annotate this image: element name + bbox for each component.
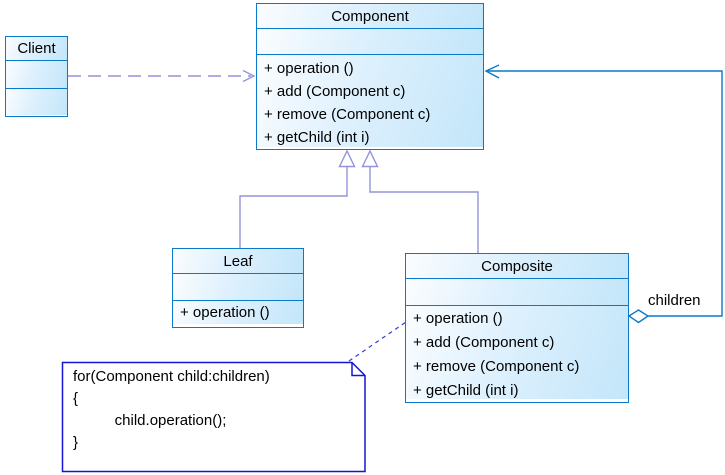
class-box-leaf[interactable]: Leaf + operation ()	[172, 248, 304, 328]
methods-compartment: + operation ()	[173, 300, 303, 324]
note-line: {	[73, 390, 79, 407]
method-item: + operation ()	[180, 304, 270, 321]
aggregation-arrowhead-icon	[484, 64, 500, 79]
aggregation-diamond-icon	[627, 309, 650, 324]
aggregation-edge-composite-component[interactable]	[484, 64, 723, 324]
method-item: + remove (Component c)	[413, 358, 580, 375]
note-body	[61, 361, 366, 473]
class-title: Client	[6, 37, 67, 60]
aggregation-line	[487, 70, 723, 317]
generalization-triangle-icon	[338, 149, 356, 168]
note-shape[interactable]	[61, 361, 366, 473]
attributes-compartment	[173, 273, 303, 300]
class-title: Component	[257, 4, 483, 28]
note-anchor-edge[interactable]	[348, 321, 407, 362]
method-item: + getChild (int i)	[264, 129, 370, 146]
note-line: child.operation();	[73, 412, 227, 429]
note-fold-icon	[351, 362, 365, 377]
generalization-line	[239, 166, 348, 248]
method-item: + operation ()	[413, 310, 503, 327]
method-item: + getChild (int i)	[413, 382, 519, 399]
generalization-edge-composite-component[interactable]	[361, 149, 479, 253]
class-title: Composite	[406, 254, 628, 278]
dependency-edge-client-component[interactable]	[68, 69, 256, 83]
generalization-edge-leaf-component[interactable]	[239, 149, 356, 248]
note-anchor-line	[348, 321, 407, 362]
method-item: + remove (Component c)	[264, 106, 431, 123]
generalization-triangle-icon	[361, 149, 379, 168]
note-line: }	[73, 434, 79, 451]
method-item: + add (Component c)	[264, 83, 406, 100]
class-box-composite[interactable]: Composite + operation () + add (Componen…	[405, 253, 629, 403]
method-item: + add (Component c)	[413, 334, 555, 351]
method-item: + operation ()	[264, 60, 354, 77]
class-box-client[interactable]: Client	[5, 36, 68, 117]
dependency-arrowhead-icon	[242, 69, 256, 83]
attributes-compartment	[6, 60, 67, 88]
methods-compartment: + operation () + add (Component c) + rem…	[406, 305, 628, 399]
class-box-component[interactable]: Component + operation () + add (Componen…	[256, 3, 484, 150]
note-line: for(Component child:children)	[73, 368, 270, 385]
aggregation-role-label: children	[648, 292, 701, 309]
methods-compartment	[6, 88, 67, 115]
attributes-compartment	[257, 28, 483, 54]
class-title: Leaf	[173, 249, 303, 273]
methods-compartment: + operation () + add (Component c) + rem…	[257, 54, 483, 147]
generalization-line	[369, 166, 479, 253]
attributes-compartment	[406, 278, 628, 305]
note-text: for(Component child:children) { child.ope…	[73, 366, 270, 454]
